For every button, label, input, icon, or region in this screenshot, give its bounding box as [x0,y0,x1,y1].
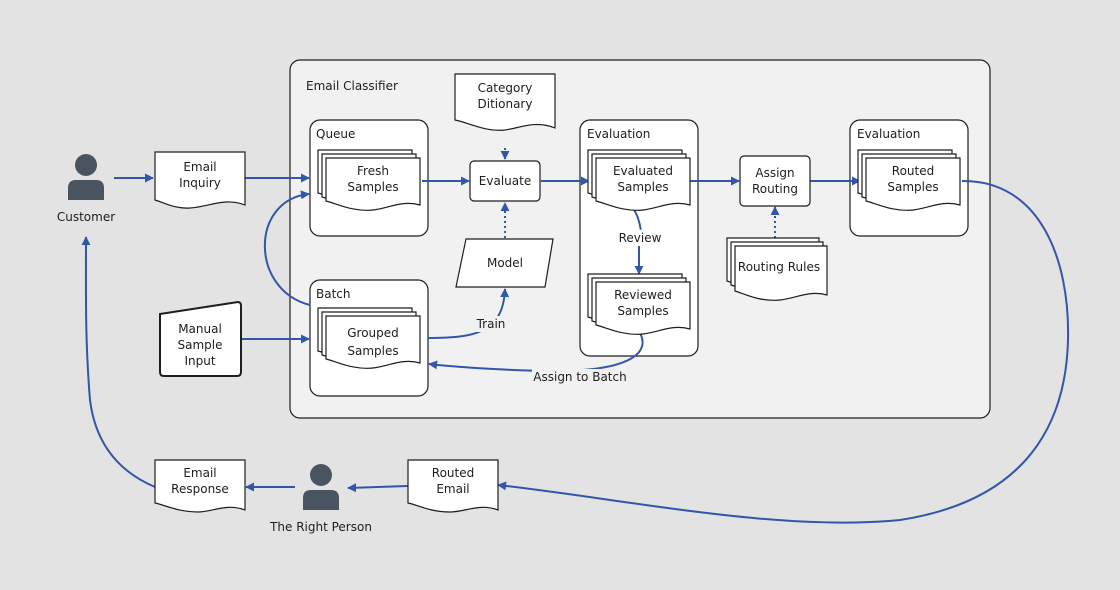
evaluated-samples-docs[interactable]: Evaluated Samples [587,149,691,211]
evaluated-samples-line-2: Samples [617,180,668,194]
category-dictionary-line-1: Category [478,81,533,95]
evaluated-samples-line-1: Evaluated [613,164,673,178]
assign-batch-label-bg [532,369,628,385]
evaluate-label: Evaluate [479,174,531,188]
grouped-samples-docs[interactable]: Grouped Samples [317,307,421,369]
email-response-doc[interactable]: Email Response [154,459,246,513]
manual-input-line-2: Sample [178,338,223,352]
category-dictionary-doc[interactable]: Category Ditionary [454,73,556,131]
train-label-bg [474,316,508,332]
review-label-bg [618,230,662,246]
customer-icon[interactable] [68,154,104,200]
email-inquiry-doc[interactable]: Email Inquiry [154,151,246,209]
reviewed-samples-docs[interactable]: Reviewed Samples [587,273,691,335]
fresh-samples-line-1: Fresh [357,164,389,178]
manual-input-line-3: Input [184,354,215,368]
email-inquiry-line-2: Inquiry [179,176,221,190]
arrow-response-to-customer [81,236,156,488]
email-response-line-2: Response [171,482,229,496]
evaluation-2-title: Evaluation [857,127,920,141]
routed-email-line-2: Email [436,482,469,496]
email-inquiry-line-1: Email [183,160,216,174]
reviewed-samples-line-1: Reviewed [614,288,672,302]
routed-samples-line-2: Samples [887,180,938,194]
grouped-samples-line-1: Grouped [347,326,399,340]
manual-input-line-1: Manual [178,322,222,336]
right-person-label: The Right Person [269,520,372,534]
model-label: Model [487,256,523,270]
routed-email-doc[interactable]: Routed Email [407,459,499,513]
manual-sample-input[interactable]: Manual Sample Input [159,300,242,377]
routed-samples-line-1: Routed [892,164,934,178]
evaluation-1-title: Evaluation [587,127,650,141]
customer-label: Customer [57,210,115,224]
queue-title: Queue [316,127,355,141]
fresh-samples-line-2: Samples [347,180,398,194]
evaluate-process[interactable]: Evaluate [469,160,541,202]
routing-rules-label: Routing Rules [738,260,820,274]
routing-rules-docs[interactable]: Routing Rules [726,237,828,301]
routed-samples-docs[interactable]: Routed Samples [857,149,961,211]
category-dictionary-line-2: Ditionary [478,97,533,111]
reviewed-samples-line-2: Samples [617,304,668,318]
assign-to-batch-label: Assign to Batch [533,370,626,384]
assign-routing-process[interactable]: Assign Routing [739,155,811,207]
arrow-email-to-person [347,483,409,493]
assign-routing-line-1: Assign [755,166,794,180]
train-label: Train [476,317,506,331]
review-label: Review [619,231,662,245]
grouped-samples-line-2: Samples [347,344,398,358]
model-process[interactable]: Model [455,238,554,288]
right-person-icon[interactable] [303,464,339,510]
routed-email-line-1: Routed [432,466,474,480]
arrow-batch-to-queue [264,190,311,306]
batch-title: Batch [316,287,351,301]
arrow-routed-to-email [497,179,1070,524]
assign-routing-line-2: Routing [752,182,798,196]
system-title: Email Classifier [306,79,398,93]
fresh-samples-docs[interactable]: Fresh Samples [317,149,421,211]
email-response-line-1: Email [183,466,216,480]
